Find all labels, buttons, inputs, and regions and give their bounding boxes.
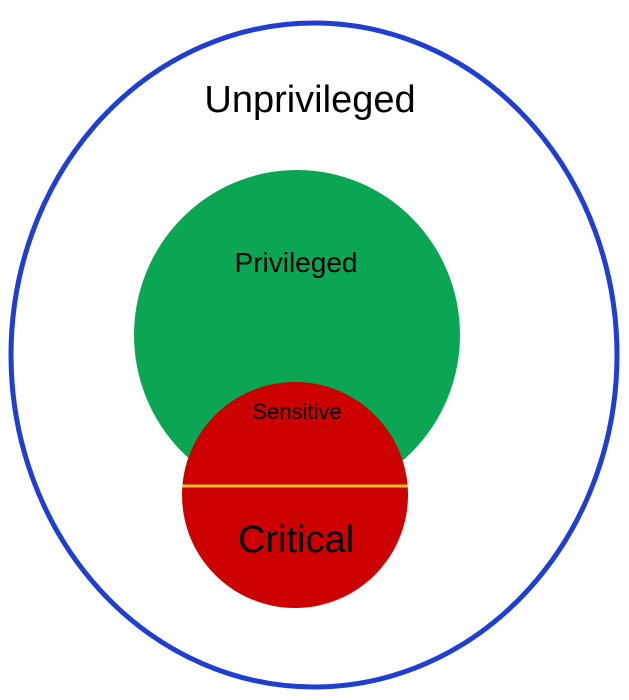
privileged-label: Privileged (235, 247, 358, 278)
unprivileged-label: Unprivileged (204, 79, 415, 121)
critical-label: Critical (238, 519, 354, 561)
sensitive-critical-circle (182, 382, 408, 608)
sensitive-label: Sensitive (252, 399, 341, 424)
